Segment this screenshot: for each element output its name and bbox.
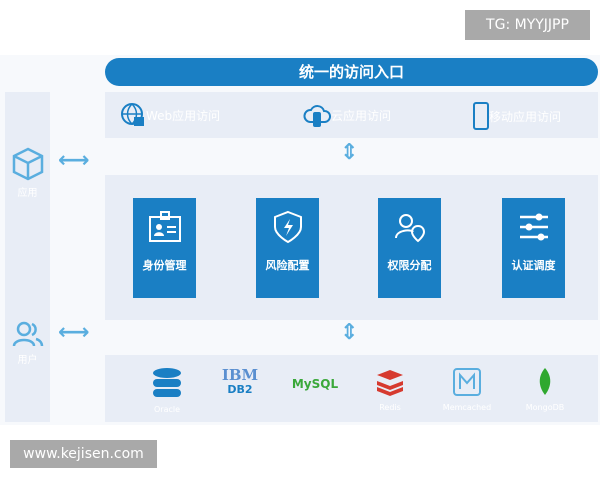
module-auth-scheduling: 认证调度	[502, 198, 565, 298]
arrow-core-db: ⇕	[340, 320, 359, 345]
watermark-bottom: www.kejisen.com	[10, 440, 157, 468]
sliders-icon	[519, 213, 548, 241]
db-db2: IBM DB2	[210, 367, 270, 396]
left-column: 应用 用户	[5, 92, 50, 422]
diagram-title: 统一的访问入口	[105, 58, 598, 86]
cloud-icon	[303, 105, 331, 127]
access-cloud: 云应用访问	[303, 102, 391, 128]
database-row: Oracle IBM DB2 MySQL Redis Memcached Mon…	[105, 355, 598, 422]
ibm-logo: IBM	[221, 366, 259, 384]
left-item-label: 应用	[17, 188, 38, 199]
access-row: Web应用访问 云应用访问 移动应用访问	[105, 92, 598, 138]
core-modules: 身份管理 风险配置 权限分配 认证调度	[105, 175, 598, 320]
user-permission-icon	[394, 214, 425, 243]
db-memcached: Memcached	[437, 367, 497, 412]
db-redis: Redis	[360, 367, 420, 412]
access-web: Web应用访问	[120, 102, 220, 128]
watermark-top: TG: MYYJJPP	[465, 10, 590, 40]
mobile-icon	[473, 102, 489, 130]
mysql-logo: MySQL	[291, 377, 339, 391]
module-permission: 权限分配	[378, 198, 441, 298]
module-identity: 身份管理	[133, 198, 196, 298]
database-icon	[153, 368, 181, 397]
left-item-app: 应用	[5, 147, 50, 199]
cube-icon	[12, 147, 43, 181]
db-oracle: Oracle	[137, 367, 197, 414]
users-icon	[12, 321, 43, 347]
arrow-access-core: ⇕	[340, 140, 359, 165]
mongodb-leaf-icon	[539, 368, 551, 395]
module-risk: 风险配置	[256, 198, 319, 298]
arrow-app: ⟷	[58, 148, 90, 173]
arrow-user: ⟷	[58, 320, 90, 345]
db-mongodb: MongoDB	[515, 367, 575, 412]
left-item-user: 用户	[5, 320, 50, 366]
memcached-icon	[453, 368, 481, 396]
db-mysql: MySQL	[285, 377, 345, 391]
shield-icon	[273, 210, 302, 244]
redis-icon	[377, 370, 403, 396]
access-mobile: 移动应用访问	[473, 102, 561, 130]
id-badge-icon	[148, 211, 181, 242]
left-item-label: 用户	[17, 355, 38, 366]
globe-lock-icon	[121, 103, 144, 126]
